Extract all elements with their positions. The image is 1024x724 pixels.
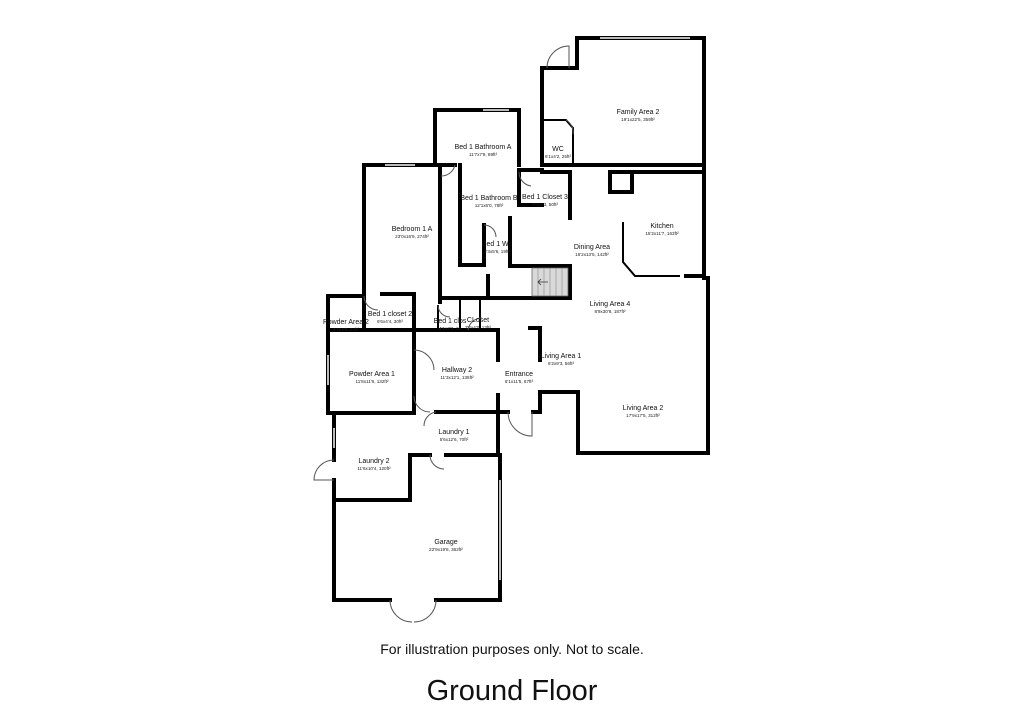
room-dims: 11'6x10'4, 120ft²	[357, 466, 391, 471]
room-dims: 11'3x12'1, 135ft²	[440, 375, 474, 380]
room-dims: 4'7x4'8, 22ft²	[333, 327, 359, 332]
room-name: Bed 1 clos	[434, 318, 467, 325]
room-label: Bed 1 clos 4'1x3'3, 13	[434, 318, 467, 331]
room-name: Kitchen	[650, 223, 673, 230]
room-label: CLoset 3'2x4'0, 13ft²	[465, 317, 491, 330]
room-name: Bedroom 1 A	[392, 226, 433, 233]
room-dims: 7'0x7'3, 50ft²	[532, 202, 558, 207]
room-name: Living Area 1	[541, 353, 582, 360]
room-name: WC	[552, 146, 564, 153]
room-name: Family Area 2	[617, 109, 660, 116]
room-name: Living Area 2	[623, 405, 664, 412]
stair-arrow-icon	[537, 278, 548, 286]
room-label: Family Area 2 19'1x22'5, 359ft²	[617, 109, 660, 122]
room-label: Bed 1 Closet 3 7'0x7'3, 50ft²	[522, 194, 568, 207]
room-label: Powder Area 2 4'7x4'8, 22ft²	[323, 319, 369, 332]
room-dims: 3'2x4'0, 13ft²	[465, 325, 491, 330]
room-name: Powder Area 2	[323, 319, 369, 326]
floor-title: Ground Floor	[426, 675, 598, 707]
room-dims: 11'8x11'6, 132ft²	[356, 379, 389, 384]
room-dims: 3'3x5'6, 19ft²	[484, 249, 510, 254]
room-label: Living Area 2 17'9x17'5, 312ft²	[623, 405, 664, 418]
room-label: Living Area 4 8'9x30'6, 187ft²	[590, 301, 631, 314]
room-name: Dining Area	[574, 244, 610, 251]
room-dims: 15'2x11'7, 163ft²	[645, 231, 679, 236]
room-name: Laundry 2	[358, 458, 389, 465]
room-label: WC 6'1x4'2, 25ft²	[545, 146, 571, 159]
room-dims: 4'1x3'3, 13	[439, 326, 461, 331]
room-dims: 16'2x13'5, 142ft²	[575, 252, 609, 257]
room-dims: 5'6x12'6, 70ft²	[440, 437, 469, 442]
room-dims: 12'1x6'0, 78ft²	[475, 203, 504, 208]
room-dims: 6'1x4'2, 25ft²	[545, 154, 571, 159]
room-label: Bed 1 closet 2 6'6x4'4, 30ft²	[368, 311, 412, 324]
room-name: CLoset	[467, 317, 489, 324]
room-label: Laundry 1 5'6x12'6, 70ft²	[438, 429, 469, 442]
room-dims: 6'2x9'3, 56ft²	[548, 361, 574, 366]
room-label: Bed 1 Wc 3'3x5'6, 19ft²	[482, 241, 513, 254]
room-name: Hallway 2	[442, 367, 472, 374]
room-dims: 22'9x19'8, 362ft²	[429, 547, 463, 552]
room-label: Hallway 2 11'3x12'1, 135ft²	[440, 367, 474, 380]
staircase	[531, 267, 569, 297]
room-label: Garage 22'9x19'8, 362ft²	[429, 539, 463, 552]
room-name: Bed 1 closet 2	[368, 311, 412, 318]
room-name: Bed 1 Closet 3	[522, 194, 568, 201]
room-dims: 19'1x22'5, 359ft²	[621, 117, 655, 122]
room-dims: 23'0x16'9, 274ft²	[395, 234, 429, 239]
room-dims: 17'9x17'5, 312ft²	[626, 413, 660, 418]
room-dims: 11'7x7'9, 89ft²	[469, 152, 498, 157]
room-label: Laundry 2 11'6x10'4, 120ft²	[357, 458, 391, 471]
room-label: Bedroom 1 A 23'0x16'9, 274ft²	[392, 226, 433, 239]
room-name: Bed 1 Bathroom B	[460, 195, 518, 202]
doors	[313, 45, 574, 623]
room-dims: 6'6x4'4, 30ft²	[377, 319, 403, 324]
room-dims: 8'9x30'6, 187ft²	[594, 309, 626, 314]
room-dims: 6'1x11'5, 67ft²	[505, 379, 534, 384]
room-label: Entrance 6'1x11'5, 67ft²	[505, 371, 534, 384]
room-label: Dining Area 16'2x13'5, 142ft²	[574, 244, 610, 257]
room-label: Bed 1 Bathroom B 12'1x6'0, 78ft²	[460, 195, 518, 208]
room-label: Living Area 1 6'2x9'3, 56ft²	[541, 353, 582, 366]
room-name: Powder Area 1	[349, 371, 395, 378]
room-label: Bed 1 Bathroom A 11'7x7'9, 89ft²	[455, 144, 512, 157]
room-label: Powder Area 1 11'8x11'6, 132ft²	[349, 371, 395, 384]
room-name: Garage	[434, 539, 457, 546]
room-name: Bed 1 Wc	[482, 241, 513, 248]
room-name: Living Area 4	[590, 301, 631, 308]
room-name: Laundry 1	[438, 429, 469, 436]
disclaimer-note: For illustration purposes only. Not to s…	[380, 641, 644, 657]
room-name: Bed 1 Bathroom A	[455, 144, 512, 151]
walls	[326, 36, 710, 602]
room-name: Entrance	[505, 371, 533, 378]
room-label: Kitchen 15'2x11'7, 163ft²	[645, 223, 679, 236]
room-labels: Family Area 2 19'1x22'5, 359ft² WC 6'1x4…	[323, 109, 679, 552]
windows	[327, 37, 690, 580]
